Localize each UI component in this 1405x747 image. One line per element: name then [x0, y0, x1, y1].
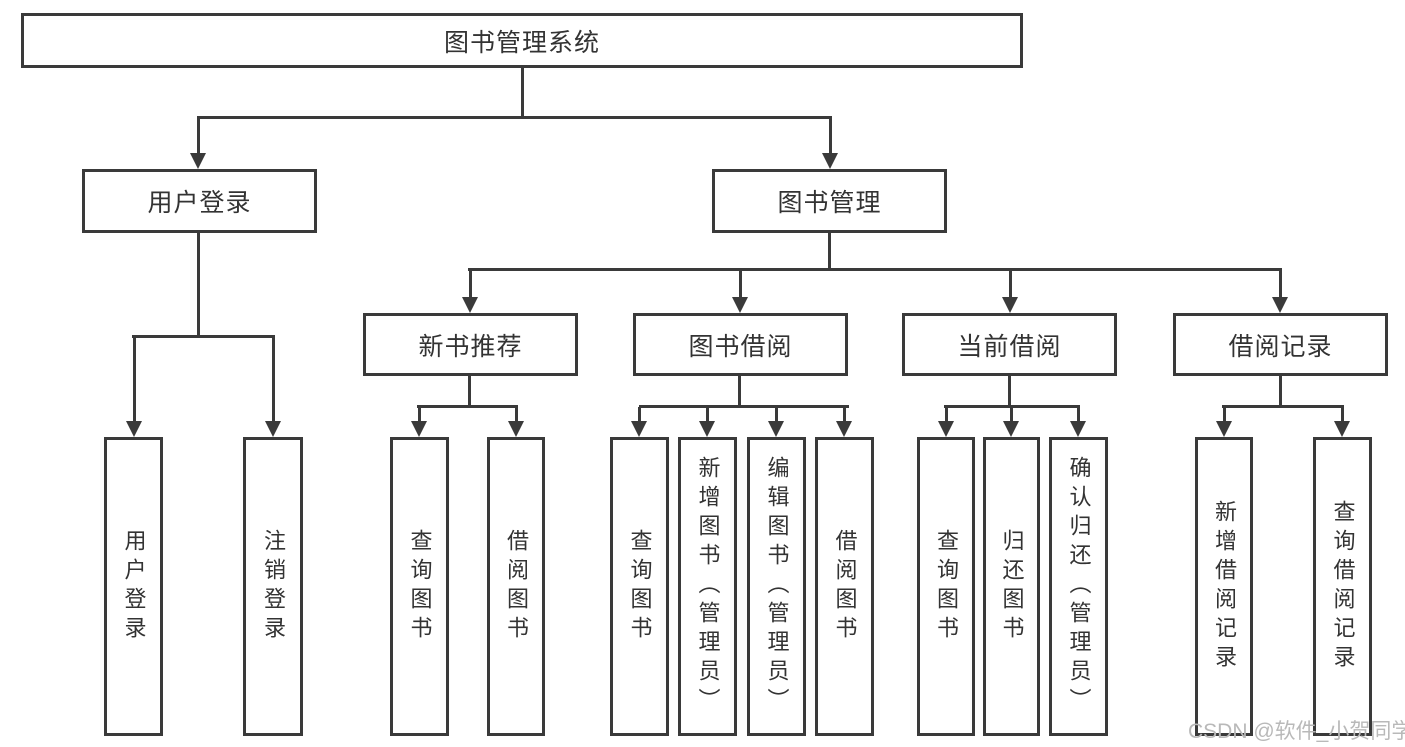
- node-user-login-label: 用户登录: [147, 189, 252, 217]
- connector-arrow: [1272, 270, 1288, 313]
- leaf-borrow-borrow-book: 借阅图书: [815, 437, 874, 736]
- leaf-user-login: 用户登录: [104, 437, 163, 736]
- leaf-records-add-record-label: 新增借阅记录: [1212, 499, 1237, 674]
- node-book-borrow-label: 图书借阅: [688, 332, 793, 361]
- connector-arrow: [699, 407, 715, 437]
- node-book-borrow: 图书借阅: [633, 313, 848, 376]
- connector-arrow: [126, 337, 142, 437]
- leaf-borrow-edit-book-label: 编辑图书（管理员）: [764, 456, 790, 717]
- connector-arrow: [938, 407, 954, 437]
- connector-arrow: [732, 270, 748, 313]
- connector-line: [521, 68, 524, 119]
- leaf-logout-label: 注销登录: [261, 528, 286, 645]
- connector-line: [197, 116, 832, 119]
- leaf-borrow-query-book-label: 查询图书: [627, 528, 653, 645]
- leaf-borrow-borrow-book-label: 借阅图书: [832, 528, 858, 645]
- connector-line: [468, 376, 471, 408]
- leaf-newbook-query-book-label: 查询图书: [407, 528, 433, 645]
- node-book-management: 图书管理: [712, 169, 947, 233]
- leaf-current-confirm-return: 确认归还（管理员）: [1049, 437, 1108, 736]
- connector-line: [944, 405, 1080, 408]
- node-new-book-recommend: 新书推荐: [363, 313, 578, 376]
- connector-line: [468, 268, 1282, 271]
- connector-line: [828, 233, 831, 271]
- connector-line: [639, 405, 849, 408]
- connector-arrow: [411, 407, 427, 437]
- node-user-login: 用户登录: [82, 169, 317, 233]
- leaf-newbook-borrow-book-label: 借阅图书: [504, 528, 529, 645]
- leaf-records-query-record-label: 查询借阅记录: [1330, 499, 1356, 674]
- connector-arrow: [462, 270, 478, 313]
- node-new-book-recommend-label: 新书推荐: [418, 332, 523, 361]
- leaf-borrow-query-book: 查询图书: [610, 437, 669, 736]
- leaf-logout: 注销登录: [243, 437, 303, 736]
- connector-line: [417, 405, 518, 408]
- node-root-label: 图书管理系统: [443, 28, 600, 57]
- leaf-borrow-edit-book: 编辑图书（管理员）: [747, 437, 806, 736]
- connector-line: [197, 233, 200, 338]
- node-current-borrow-label: 当前借阅: [957, 332, 1062, 361]
- node-book-management-label: 图书管理: [777, 189, 882, 217]
- node-current-borrow: 当前借阅: [902, 313, 1117, 376]
- leaf-borrow-add-book-label: 新增图书（管理员）: [695, 456, 721, 717]
- connector-arrow: [768, 407, 784, 437]
- leaf-newbook-query-book: 查询图书: [390, 437, 449, 736]
- connector-line: [132, 335, 275, 338]
- connector-arrow: [1003, 407, 1019, 437]
- leaf-current-query-book: 查询图书: [917, 437, 975, 736]
- leaf-records-add-record: 新增借阅记录: [1195, 437, 1253, 736]
- connector-arrow: [1334, 407, 1350, 437]
- connector-line: [1279, 376, 1282, 408]
- connector-line: [738, 376, 741, 408]
- connector-arrow: [508, 407, 524, 437]
- connector-arrow: [836, 407, 852, 437]
- node-borrow-records-label: 借阅记录: [1228, 332, 1333, 361]
- connector-arrow: [631, 407, 647, 437]
- leaf-user-login-label: 用户登录: [121, 528, 147, 645]
- leaf-current-query-book-label: 查询图书: [934, 528, 959, 645]
- connector-arrow: [190, 118, 206, 169]
- leaf-current-return-book: 归还图书: [983, 437, 1040, 736]
- connector-line: [1008, 376, 1011, 408]
- connector-line: [1222, 405, 1344, 408]
- connector-arrow: [1070, 407, 1086, 437]
- leaf-current-return-book-label: 归还图书: [999, 528, 1025, 645]
- node-root: 图书管理系统: [21, 13, 1023, 68]
- connector-arrow: [265, 337, 281, 437]
- node-borrow-records: 借阅记录: [1173, 313, 1388, 376]
- leaf-records-query-record: 查询借阅记录: [1313, 437, 1372, 736]
- connector-arrow: [1002, 270, 1018, 313]
- connector-arrow: [822, 118, 838, 169]
- leaf-borrow-add-book: 新增图书（管理员）: [678, 437, 737, 736]
- csdn-watermark: CSDN @软件_小贺同学: [1188, 720, 1405, 743]
- connector-arrow: [1216, 407, 1232, 437]
- leaf-current-confirm-return-label: 确认归还（管理员）: [1066, 456, 1092, 717]
- leaf-newbook-borrow-book: 借阅图书: [487, 437, 545, 736]
